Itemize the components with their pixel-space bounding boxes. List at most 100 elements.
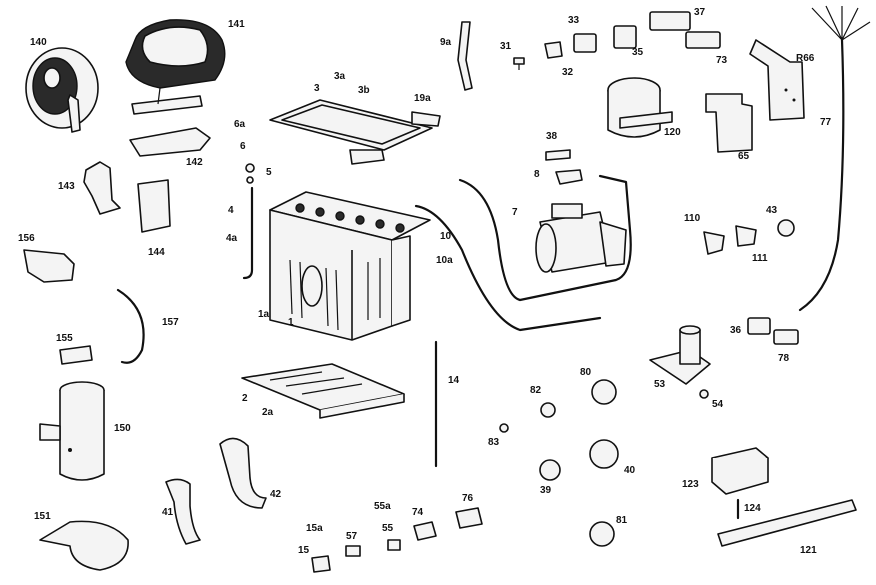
- label-55a: 55a: [374, 501, 391, 512]
- lead-157: [116, 288, 145, 364]
- label-78: 78: [778, 353, 790, 364]
- bracket-r66: [749, 39, 805, 121]
- label-55: 55: [382, 523, 394, 534]
- label-77: 77: [820, 117, 832, 128]
- washer-5: [246, 176, 254, 184]
- connector-57: [345, 545, 361, 557]
- label-1: 1: [288, 317, 294, 328]
- label-142: 142: [186, 157, 203, 168]
- label-151: 151: [34, 511, 51, 522]
- label-19a: 19a: [414, 93, 431, 104]
- horn-140: [25, 47, 99, 133]
- label-1a: 1a: [258, 309, 270, 320]
- label-32: 32: [562, 67, 574, 78]
- clamp-151: [39, 520, 129, 571]
- label-144: 144: [148, 247, 165, 258]
- label-141: 141: [228, 19, 245, 30]
- terminal-8: [555, 169, 583, 185]
- label-15: 15: [298, 545, 310, 556]
- label-74: 74: [412, 507, 424, 518]
- cable-10: [414, 204, 602, 332]
- label-40: 40: [624, 465, 636, 476]
- label-123: 123: [682, 479, 699, 490]
- connector-78: [773, 329, 799, 345]
- grommet-83: [499, 423, 509, 433]
- label-43: 43: [766, 205, 778, 216]
- label-3: 3: [314, 83, 320, 94]
- plug-155: [59, 345, 93, 365]
- switch-156: [23, 249, 75, 283]
- connector-76: [455, 507, 483, 529]
- grommet-40: [589, 439, 619, 469]
- battery-tray-2: [241, 363, 405, 419]
- label-31: 31: [500, 41, 512, 52]
- connector-74: [413, 521, 437, 541]
- label-42: 42: [270, 489, 282, 500]
- label-156: 156: [18, 233, 35, 244]
- label-41: 41: [162, 507, 174, 518]
- nut-6: [245, 163, 255, 173]
- label-3a: 3a: [334, 71, 346, 82]
- regulator-123: [711, 447, 769, 495]
- label-6a: 6a: [234, 119, 246, 130]
- grommet-39: [539, 459, 561, 481]
- label-2a: 2a: [262, 407, 274, 418]
- battery-1: [269, 191, 431, 341]
- connector-15: [311, 555, 331, 573]
- relay-120: [607, 77, 673, 138]
- label-3b: 3b: [358, 85, 370, 96]
- label-15a: 15a: [306, 523, 323, 534]
- label-10: 10: [440, 231, 452, 242]
- battery-frame-3: [269, 99, 441, 165]
- connector-37: [649, 11, 691, 31]
- label-36: 36: [730, 325, 742, 336]
- label-81: 81: [616, 515, 628, 526]
- label-143: 143: [58, 181, 75, 192]
- label-4: 4: [228, 205, 234, 216]
- label-9a: 9a: [440, 37, 452, 48]
- starter-motor: [535, 203, 627, 273]
- label-53: 53: [654, 379, 666, 390]
- label-14: 14: [448, 375, 460, 386]
- grommet-81: [589, 521, 615, 547]
- label-10a: 10a: [436, 255, 453, 266]
- connector-35: [613, 25, 637, 49]
- grommet-54: [699, 389, 709, 399]
- boot-41: [165, 478, 201, 545]
- bracket-143: [83, 161, 121, 215]
- connector-36: [747, 317, 771, 335]
- label-110: 110: [684, 213, 701, 224]
- connector-32: [544, 41, 563, 59]
- grommet-82: [540, 402, 556, 418]
- strap-9a: [457, 21, 473, 91]
- label-39: 39: [540, 485, 552, 496]
- label-5: 5: [266, 167, 272, 178]
- label-80: 80: [580, 367, 592, 378]
- label-35: 35: [632, 47, 644, 58]
- screw-31: [513, 57, 525, 70]
- label-76: 76: [462, 493, 474, 504]
- boot-42: [219, 437, 267, 509]
- label-150: 150: [114, 423, 131, 434]
- rod-4: [242, 186, 254, 280]
- grommet-80: [591, 379, 617, 405]
- label-r66: R66: [796, 53, 815, 64]
- sender-111: [735, 225, 757, 247]
- label-83: 83: [488, 437, 500, 448]
- label-111: 111: [752, 253, 768, 264]
- switch-110: [703, 231, 725, 255]
- distributor-53: [649, 325, 711, 385]
- rail-121: [717, 499, 857, 547]
- horn-141: [125, 19, 226, 115]
- connector-73: [685, 31, 721, 49]
- coil-150: [39, 381, 105, 481]
- connector-55: [387, 539, 401, 551]
- bracket-144: [137, 179, 171, 233]
- label-38: 38: [546, 131, 558, 142]
- plug-43: [777, 219, 795, 237]
- label-155: 155: [56, 333, 73, 344]
- label-57: 57: [346, 531, 358, 542]
- clip-38: [545, 149, 571, 161]
